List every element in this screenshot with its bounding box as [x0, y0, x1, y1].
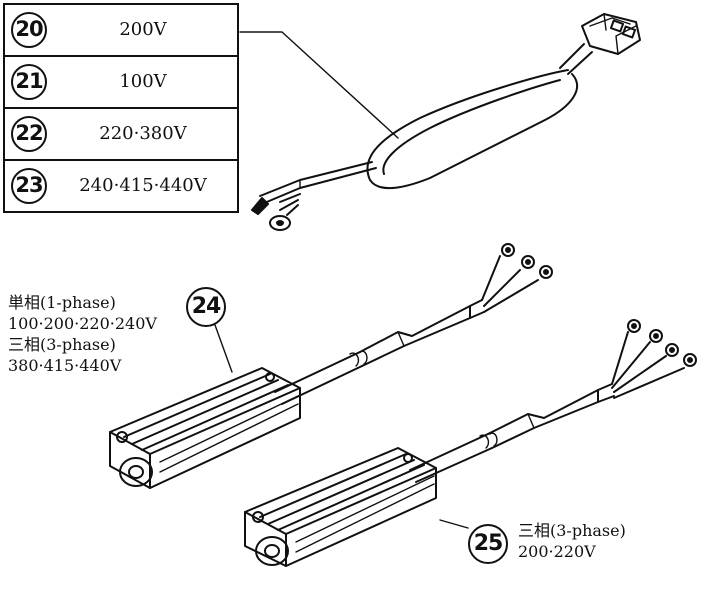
spec-line: 三相(3-phase) [518, 521, 626, 540]
part-number-badge: 23 [11, 168, 47, 204]
parts-voltage-table: 20 200V 21 100V 22 220·380V 23 240·415·4… [3, 3, 239, 213]
part-25-spec: 三相(3-phase) 200·220V [518, 520, 626, 562]
spec-line: 380·415·440V [8, 356, 122, 375]
table-row: 20 200V [5, 5, 237, 57]
table-row: 23 240·415·440V [5, 161, 237, 211]
part-number-badge: 22 [11, 116, 47, 152]
block-heater-25-drawing [244, 319, 697, 567]
voltage-label: 100V [119, 71, 167, 92]
table-row: 22 220·380V [5, 109, 237, 161]
part-number-badge: 21 [11, 64, 47, 100]
voltage-label: 200V [119, 19, 167, 40]
voltage-label: 240·415·440V [79, 175, 207, 196]
spec-line: 単相(1-phase) [8, 293, 116, 312]
voltage-label: 220·380V [99, 123, 187, 144]
spec-line: 200·220V [518, 542, 596, 561]
part-25-callout: 25 [468, 524, 508, 564]
spec-line: 三相(3-phase) [8, 335, 116, 354]
part-number-badge: 20 [11, 12, 47, 48]
part-24-spec: 単相(1-phase) 100·200·220·240V 三相(3-phase)… [8, 292, 157, 376]
block-heater-24-drawing [109, 243, 553, 489]
table-row: 21 100V [5, 57, 237, 109]
spec-line: 100·200·220·240V [8, 314, 157, 333]
strip-heater-drawing [239, 13, 641, 231]
part-24-callout: 24 [186, 287, 226, 327]
